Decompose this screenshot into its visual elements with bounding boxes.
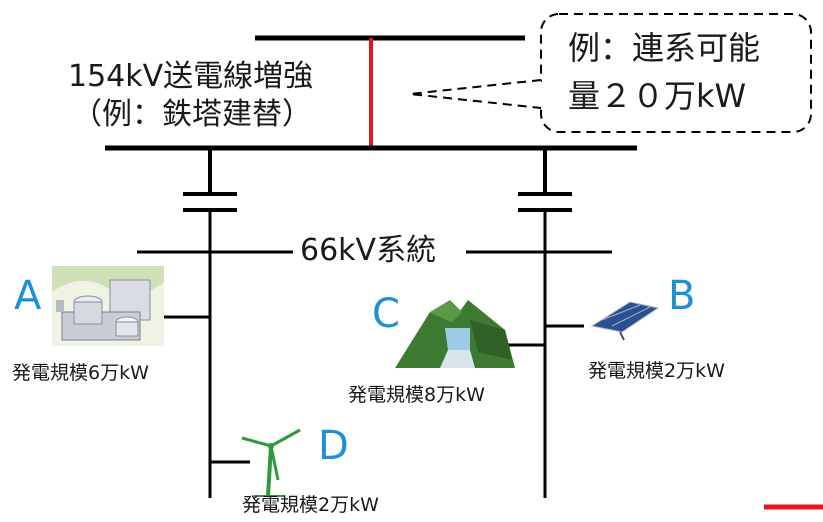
upgrade-label-line2: （例：鉄塔建替） bbox=[72, 97, 312, 132]
plant-a-capacity: 発電規模6万kW bbox=[12, 362, 149, 384]
callout-line2: 量２０万kW bbox=[568, 77, 747, 115]
plant-d-letter: D bbox=[318, 423, 349, 469]
callout-pointer bbox=[409, 79, 542, 109]
plant-c-letter: C bbox=[372, 291, 400, 337]
solar-panel-icon bbox=[590, 301, 660, 341]
plant-a-letter: A bbox=[14, 273, 42, 319]
callout-box bbox=[540, 13, 812, 133]
callout-line1: 例：連系可能 bbox=[568, 29, 761, 67]
transformer-right bbox=[518, 148, 572, 498]
wind-turbine-icon bbox=[241, 428, 301, 497]
plant-b-letter: B bbox=[668, 273, 696, 319]
plant-b-capacity: 発電規模2万kW bbox=[588, 360, 725, 382]
network-label: 66kV系統 bbox=[300, 233, 437, 268]
thermal-plant-icon bbox=[52, 266, 164, 346]
hydro-dam-icon bbox=[395, 300, 515, 368]
plant-c-capacity: 発電規模8万kW bbox=[348, 384, 485, 406]
transformer-left bbox=[183, 148, 237, 498]
plant-d-capacity: 発電規模2万kW bbox=[242, 494, 379, 516]
upgrade-label-line1: 154kV送電線増強 bbox=[68, 59, 314, 94]
